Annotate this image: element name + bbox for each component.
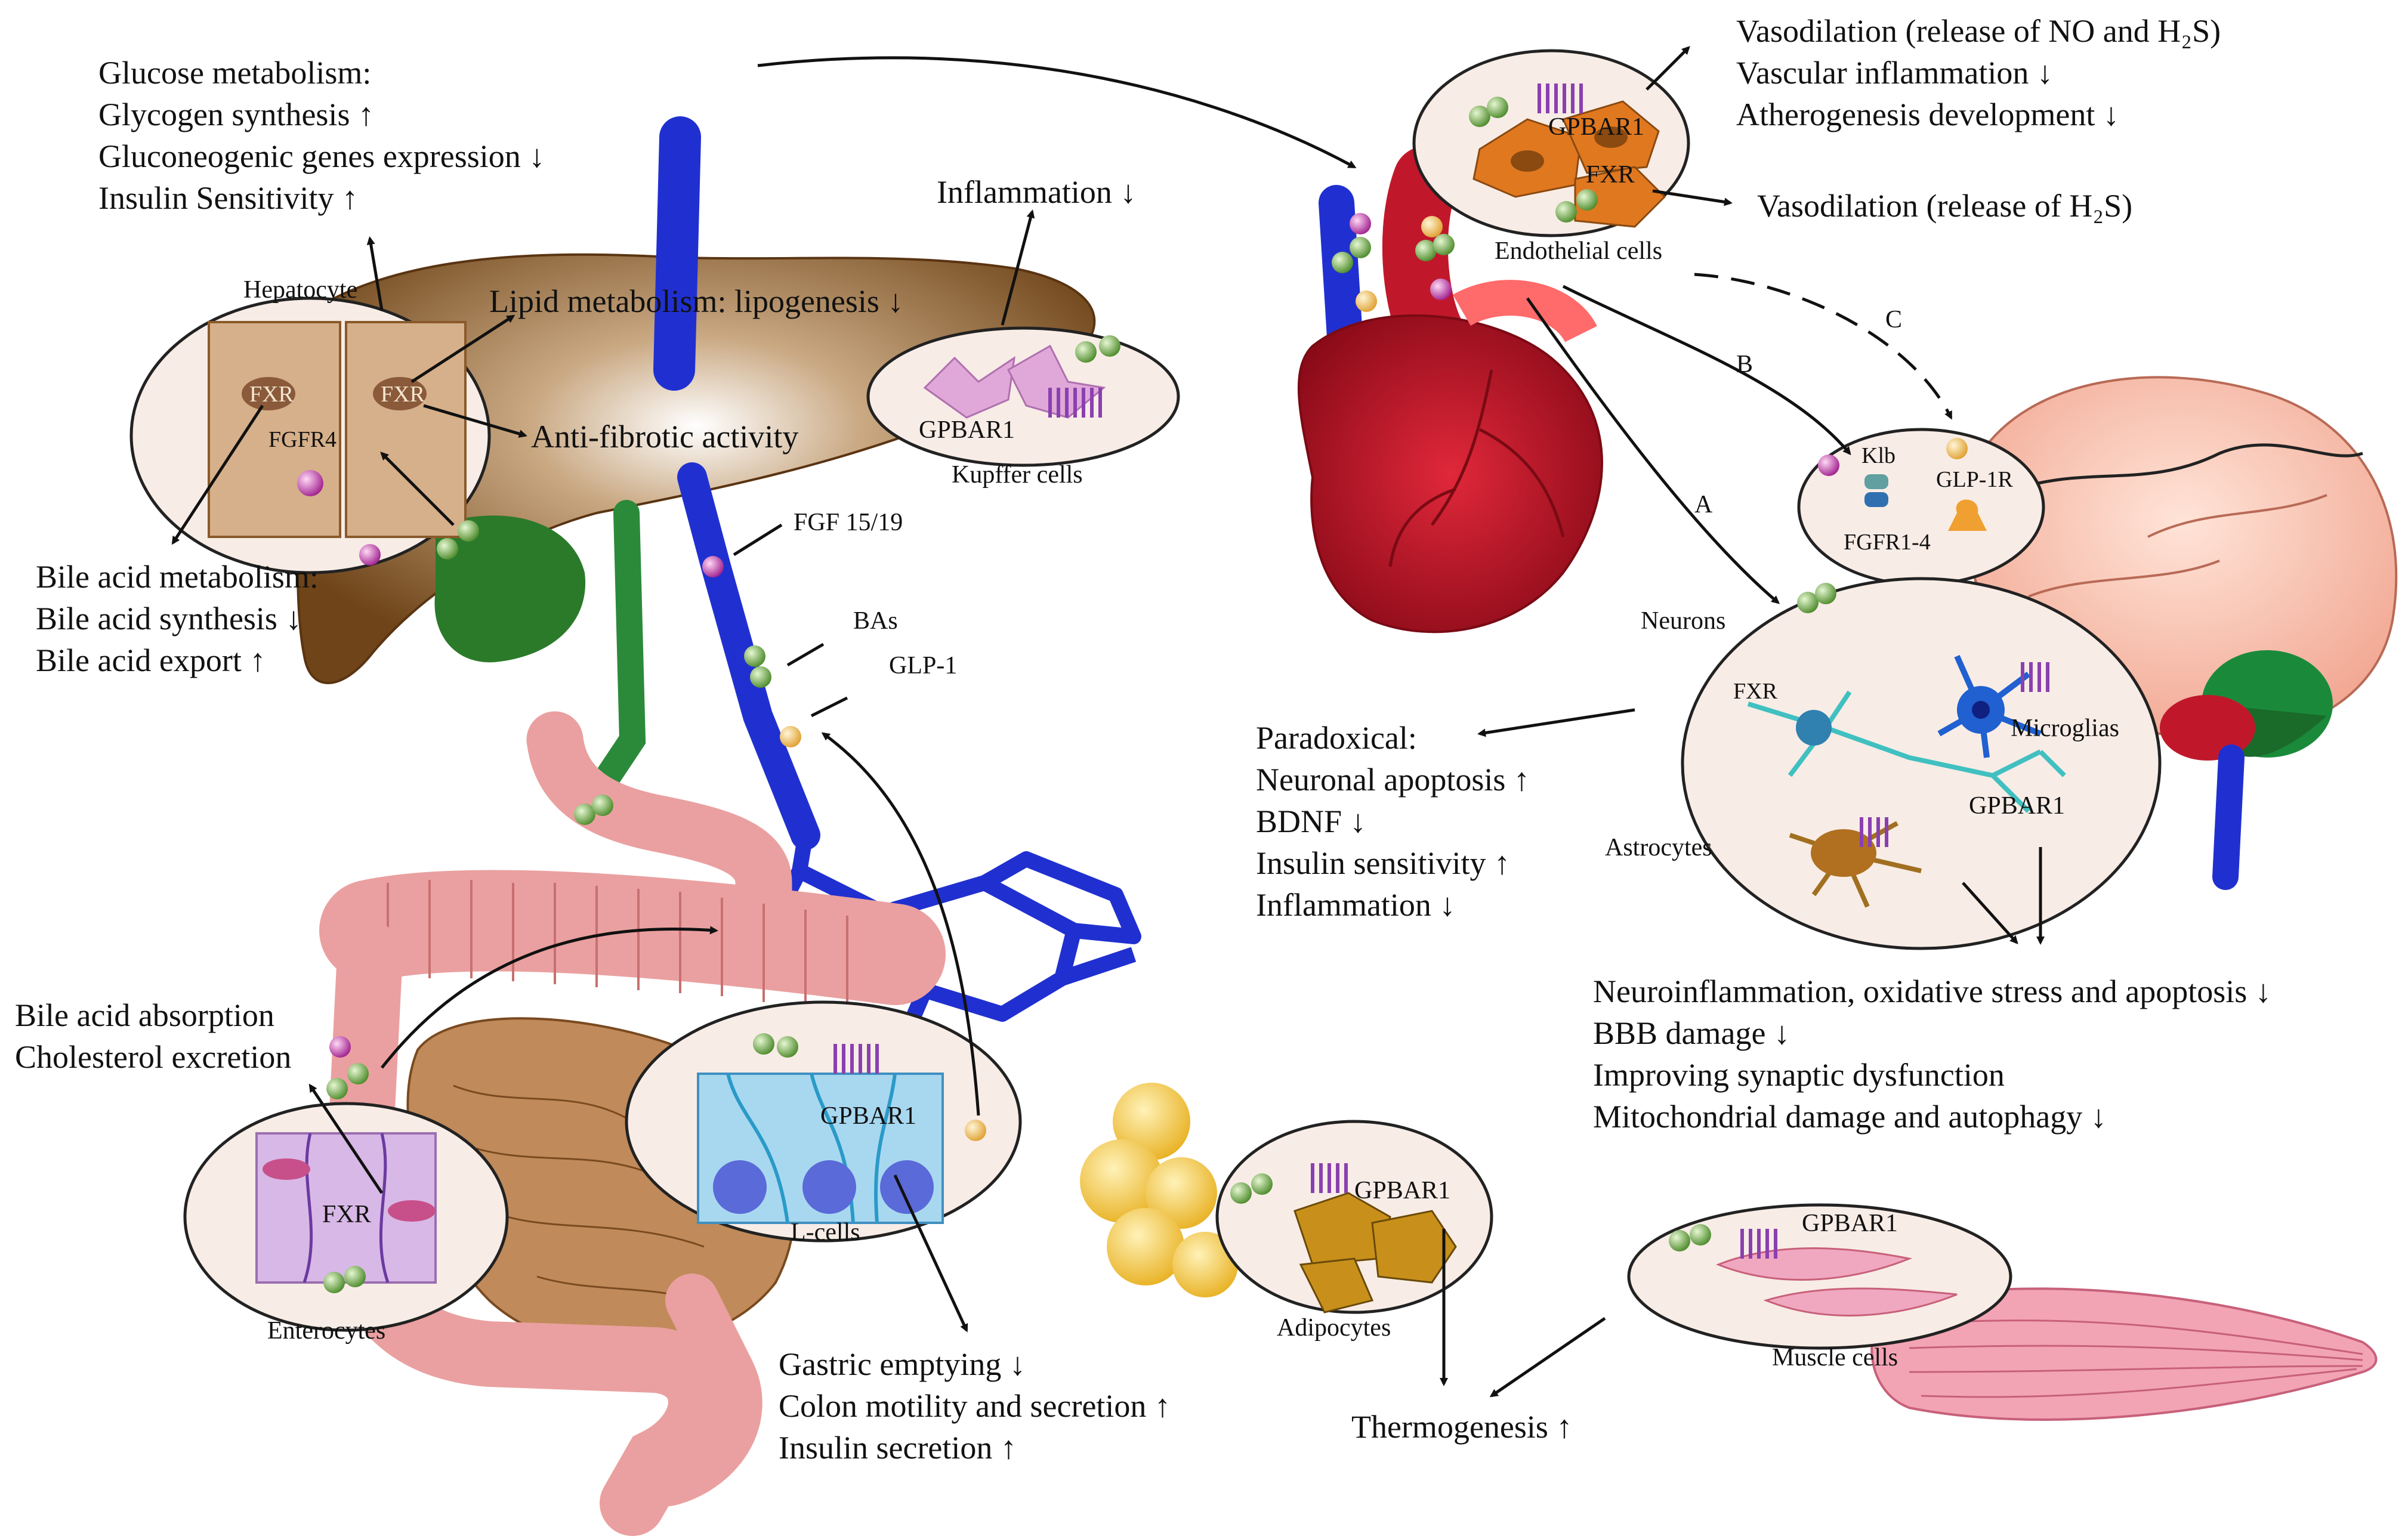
bile-acid-metabolism-title: Bile acid metabolism: [36, 559, 319, 595]
gpbar1-brain-label: GPBAR1 [1969, 792, 2066, 820]
bdnf-label: BDNF ↓ [1256, 804, 1366, 839]
vasodilation-no-h2s-label: Vasodilation (release of NO and H₂S) [1736, 13, 2221, 49]
glycogen-synthesis-label: Glycogen synthesis ↑ [98, 97, 374, 132]
heart [1297, 146, 1603, 633]
bile-acid-absorption-label: Bile acid absorption [15, 997, 274, 1033]
insulin-sensitivity-label: Insulin Sensitivity ↑ [98, 180, 359, 216]
fgf-15-19-label: FGF 15/19 [794, 509, 903, 536]
fxr-hepatocyte-label-2: FXR [381, 382, 425, 407]
gpbar1-kupffer-label: GPBAR1 [919, 416, 1015, 444]
fgf-molecules [297, 213, 1839, 1058]
vascular-inflammation-label: Vascular inflammation ↓ [1736, 55, 2053, 91]
kupffer-cells-label: Kupffer cells [952, 461, 1083, 489]
atherogenesis-label: Atherogenesis development ↓ [1736, 97, 2119, 132]
neuroinflammation-label: Neuroinflammation, oxidative stress and … [1593, 974, 2271, 1009]
lcells-label: L-cells [791, 1219, 860, 1246]
portal-vein-lower [677, 462, 820, 850]
gastric-emptying-label: Gastric emptying ↓ [779, 1346, 1026, 1382]
bile-acid-export-label: Bile acid export ↑ [36, 642, 266, 678]
fxr-neuron-label: FXR [1733, 679, 1777, 704]
pathway-a-label: A [1694, 491, 1713, 518]
pathway-c-label: C [1885, 306, 1903, 333]
synaptic-dysfunction-label: Improving synaptic dysfunction [1593, 1057, 2005, 1093]
colon-motility-label: Colon motility and secretion ↑ [779, 1388, 1171, 1424]
bile-acid-synthesis-label: Bile acid synthesis ↓ [36, 601, 302, 636]
neuronal-apoptosis-label: Neuronal apoptosis ↑ [1256, 762, 1530, 798]
fxr-endothelial-label: FXR [1586, 161, 1635, 188]
endothelial-cells-label: Endothelial cells [1495, 237, 1663, 265]
bbb-damage-label: BBB damage ↓ [1593, 1015, 1790, 1051]
glp1r-label: GLP-1R [1936, 467, 2013, 492]
gpbar1-muscle-label: GPBAR1 [1802, 1210, 1898, 1237]
fgfr4-label: FGFR4 [268, 427, 337, 452]
gluconeogenic-label: Gluconeogenic genes expression ↓ [98, 138, 545, 174]
glp1-molecules [780, 216, 1968, 1141]
insulin-secretion-label: Insulin secretion ↑ [779, 1430, 1017, 1466]
paradoxical-title: Paradoxical: [1256, 720, 1417, 756]
fgfr1-4-label: FGFR1-4 [1844, 530, 1931, 555]
glucose-metabolism-title: Glucose metabolism: [98, 55, 372, 91]
microglias-label: Microglias [2011, 715, 2119, 742]
glp1-label: GLP-1 [889, 652, 958, 679]
mitochondrial-damage-label: Mitochondrial damage and autophagy ↓ [1593, 1099, 2107, 1135]
insulin-sensitivity-brain-label: Insulin sensitivity ↑ [1256, 845, 1511, 881]
adipocytes-label: Adipocytes [1277, 1314, 1391, 1342]
gpbar1-adipocyte-label: GPBAR1 [1354, 1177, 1451, 1204]
cholesterol-excretion-label: Cholesterol excretion [15, 1039, 292, 1075]
gallbladder [434, 515, 586, 663]
portal-vein [653, 116, 701, 391]
lipid-metabolism-label: Lipid metabolism: lipogenesis ↓ [489, 283, 904, 319]
enterocytes-label: Enterocytes [267, 1317, 386, 1345]
adipose-tissue [1080, 1083, 1238, 1297]
gpbar1-receptor-icon [833, 84, 2049, 1259]
thermogenesis-label: Thermogenesis ↑ [1351, 1409, 1573, 1445]
inflammation-liver-label: Inflammation ↓ [937, 174, 1137, 210]
fxr-enterocyte-label: FXR [322, 1201, 371, 1228]
gpbar1-lcell-label: GPBAR1 [820, 1102, 917, 1130]
klb-label: Klb [1861, 443, 1895, 468]
bile-acid-molecules [323, 97, 1836, 1293]
bile-duct [584, 500, 646, 806]
neurons-label: Neurons [1641, 607, 1726, 635]
vasodilation-h2s-label: Vasodilation (release of H₂S) [1757, 188, 2133, 224]
pathway-b-label: B [1736, 351, 1753, 378]
inflammation-brain-label: Inflammation ↓ [1256, 887, 1456, 923]
neuron-inset [1681, 577, 2162, 950]
anti-fibrotic-label: Anti-fibrotic activity [531, 419, 799, 455]
fxr-hepatocyte-label-1: FXR [249, 382, 294, 407]
astrocytes-label: Astrocytes [1605, 834, 1712, 861]
arrows [171, 46, 2045, 1398]
muscle-cells-label: Muscle cells [1772, 1344, 1898, 1371]
muscle-tissue [1870, 1287, 2378, 1421]
bas-label: BAs [853, 607, 898, 635]
gpbar1-endothelial-label: GPBAR1 [1548, 113, 1645, 141]
receptor-inset [1797, 428, 2045, 586]
hepatocyte-label: Hepatocyte [243, 276, 358, 304]
